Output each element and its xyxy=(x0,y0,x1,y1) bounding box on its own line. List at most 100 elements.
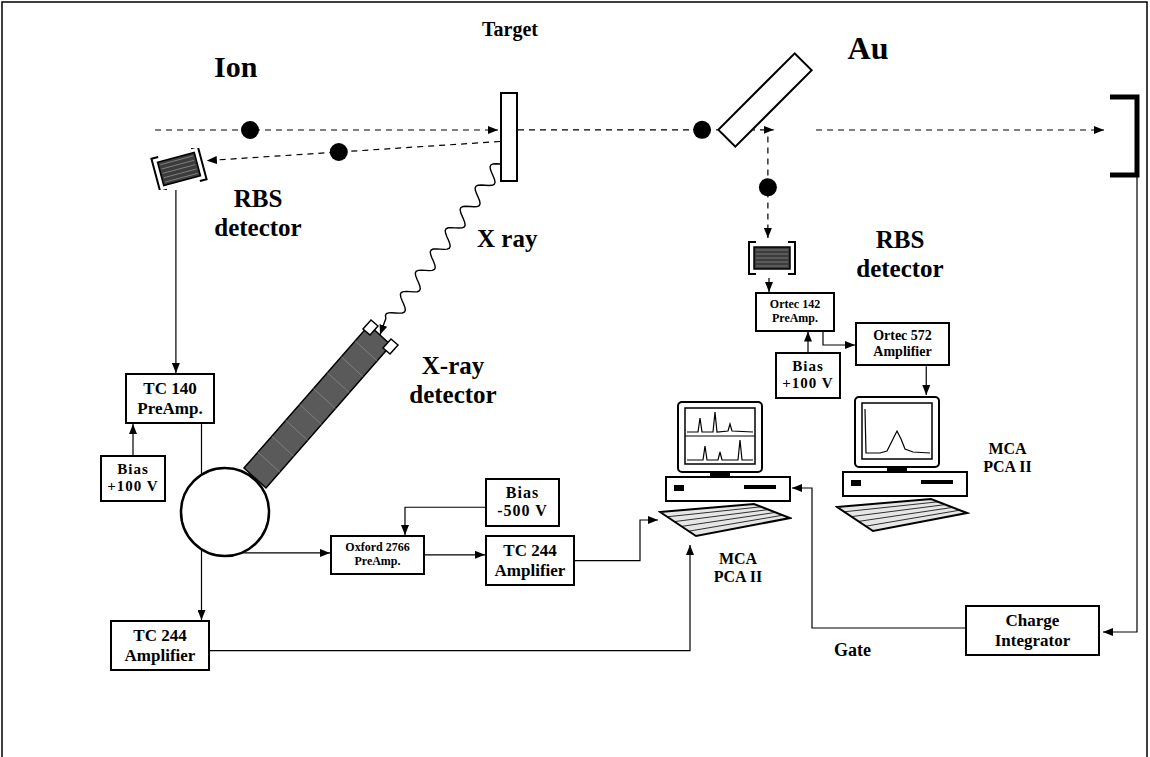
drawing-part xyxy=(244,325,391,488)
target-shape xyxy=(500,92,518,182)
incoming-beam xyxy=(155,129,498,130)
transmitted-beam xyxy=(816,129,1104,130)
drawing-part xyxy=(855,397,939,467)
drawing-part xyxy=(151,148,206,190)
drawing-part xyxy=(272,436,294,456)
rbs-detector: RBS detector xyxy=(742,226,952,281)
drawing-part xyxy=(667,507,761,517)
drawing-part xyxy=(258,452,280,472)
amplifier-box: TC 244 Amplifier xyxy=(485,535,575,586)
node-label: X-ray detector xyxy=(398,352,508,410)
target: Target xyxy=(470,18,550,184)
detector-drawing xyxy=(148,148,210,190)
drawing-part xyxy=(756,250,788,251)
drawing-part xyxy=(749,242,795,274)
detector-drawing xyxy=(742,238,802,278)
drawing-part xyxy=(689,515,783,531)
drawing-part xyxy=(300,404,322,424)
drawing-part xyxy=(678,402,762,472)
amplifier-box: TC 244 Amplifier xyxy=(110,620,210,671)
drawing-part xyxy=(687,440,753,460)
signal-wire xyxy=(807,332,808,352)
cup-wire xyxy=(1103,177,1137,632)
beam-label: Ion xyxy=(212,50,259,85)
drawing-part xyxy=(862,403,932,459)
drawing-part xyxy=(685,436,755,437)
drawing-part xyxy=(865,409,930,453)
signal-wire xyxy=(823,332,855,345)
xray-detector-shape xyxy=(178,318,400,558)
drawing-part xyxy=(744,485,776,489)
drawing-part xyxy=(756,262,788,263)
mca-computer: MCA PCA II xyxy=(835,395,1040,540)
computer-drawing xyxy=(835,395,970,535)
rbs-detector-shape xyxy=(148,148,210,190)
drawing-part xyxy=(383,339,398,354)
bias-supply-box: Bias -500 V xyxy=(485,478,560,527)
drawing-part xyxy=(754,247,790,269)
drawing-part xyxy=(837,499,967,531)
edge-label: X ray xyxy=(475,225,539,254)
bias-supply-box: Bias +100 V xyxy=(775,352,841,399)
node-label: MCA PCA II xyxy=(703,550,773,587)
rbs-detector-shape xyxy=(742,238,802,278)
drawing-part xyxy=(756,254,788,255)
preamp-box: Ortec 142 PreAmp. xyxy=(755,292,835,332)
xray-detector-drawing xyxy=(178,318,400,558)
ion-path xyxy=(207,142,500,161)
edge-label: Gate xyxy=(832,640,873,661)
drawing-part xyxy=(921,480,953,484)
drawing-part xyxy=(163,165,196,174)
box-label: Charge Integrator xyxy=(972,611,1093,650)
mca-computer-shape xyxy=(658,400,792,545)
gold-foil: Au xyxy=(715,28,895,158)
drawing-part xyxy=(851,480,861,486)
box-label: TC 140 PreAmp. xyxy=(132,379,208,418)
signal-wire xyxy=(243,552,330,553)
ion-dot xyxy=(330,143,348,161)
box-label: Ortec 142 PreAmp. xyxy=(762,298,828,326)
drawing-part xyxy=(151,148,206,190)
box-label: Oxford 2766 PreAmp. xyxy=(337,541,418,569)
drawing-part xyxy=(866,510,960,526)
amplifier-box: Ortec 572 Amplifier xyxy=(855,322,950,366)
drawing-part xyxy=(161,160,194,169)
xray-detector: X-ray detector xyxy=(178,318,508,563)
box-label: Bias -500 V xyxy=(492,484,553,521)
faraday-cup xyxy=(1110,97,1137,175)
signal-wire xyxy=(575,520,658,561)
signal-wire xyxy=(405,507,485,535)
preamp-box: Oxford 2766 PreAmp. xyxy=(330,535,425,575)
drawing-part xyxy=(313,389,335,409)
drawing-part xyxy=(355,341,377,361)
drawing-part xyxy=(160,156,193,165)
signal-wire xyxy=(175,190,176,373)
drawing-part xyxy=(756,266,788,267)
charge-integrator-box: Charge Integrator xyxy=(965,605,1100,656)
signal-wire xyxy=(926,366,927,395)
node-label: RBS detector xyxy=(198,185,318,243)
node-label: RBS detector xyxy=(850,226,950,284)
box-label: TC 244 Amplifier xyxy=(492,541,568,580)
drawing-part xyxy=(327,373,349,393)
ion-dot xyxy=(759,178,777,196)
drawing-part xyxy=(756,258,788,259)
drawing-part xyxy=(286,420,308,440)
node-label: Target xyxy=(470,18,550,41)
drawing-part xyxy=(749,242,795,274)
box-label: Bias +100 V xyxy=(782,358,834,393)
box-label: TC 244 Amplifier xyxy=(117,626,203,665)
bias-supply-box: Bias +100 V xyxy=(100,455,166,502)
drawing-part xyxy=(181,468,269,556)
signal-wire xyxy=(132,424,133,455)
drawing-part xyxy=(363,320,378,335)
box-label: Ortec 572 Amplifier xyxy=(862,328,943,360)
computer-drawing xyxy=(658,400,792,545)
drawing-part xyxy=(341,357,363,377)
drawing-part xyxy=(165,173,198,182)
node-label: Au xyxy=(843,30,893,67)
edge-label-slot: Gate xyxy=(832,640,873,661)
